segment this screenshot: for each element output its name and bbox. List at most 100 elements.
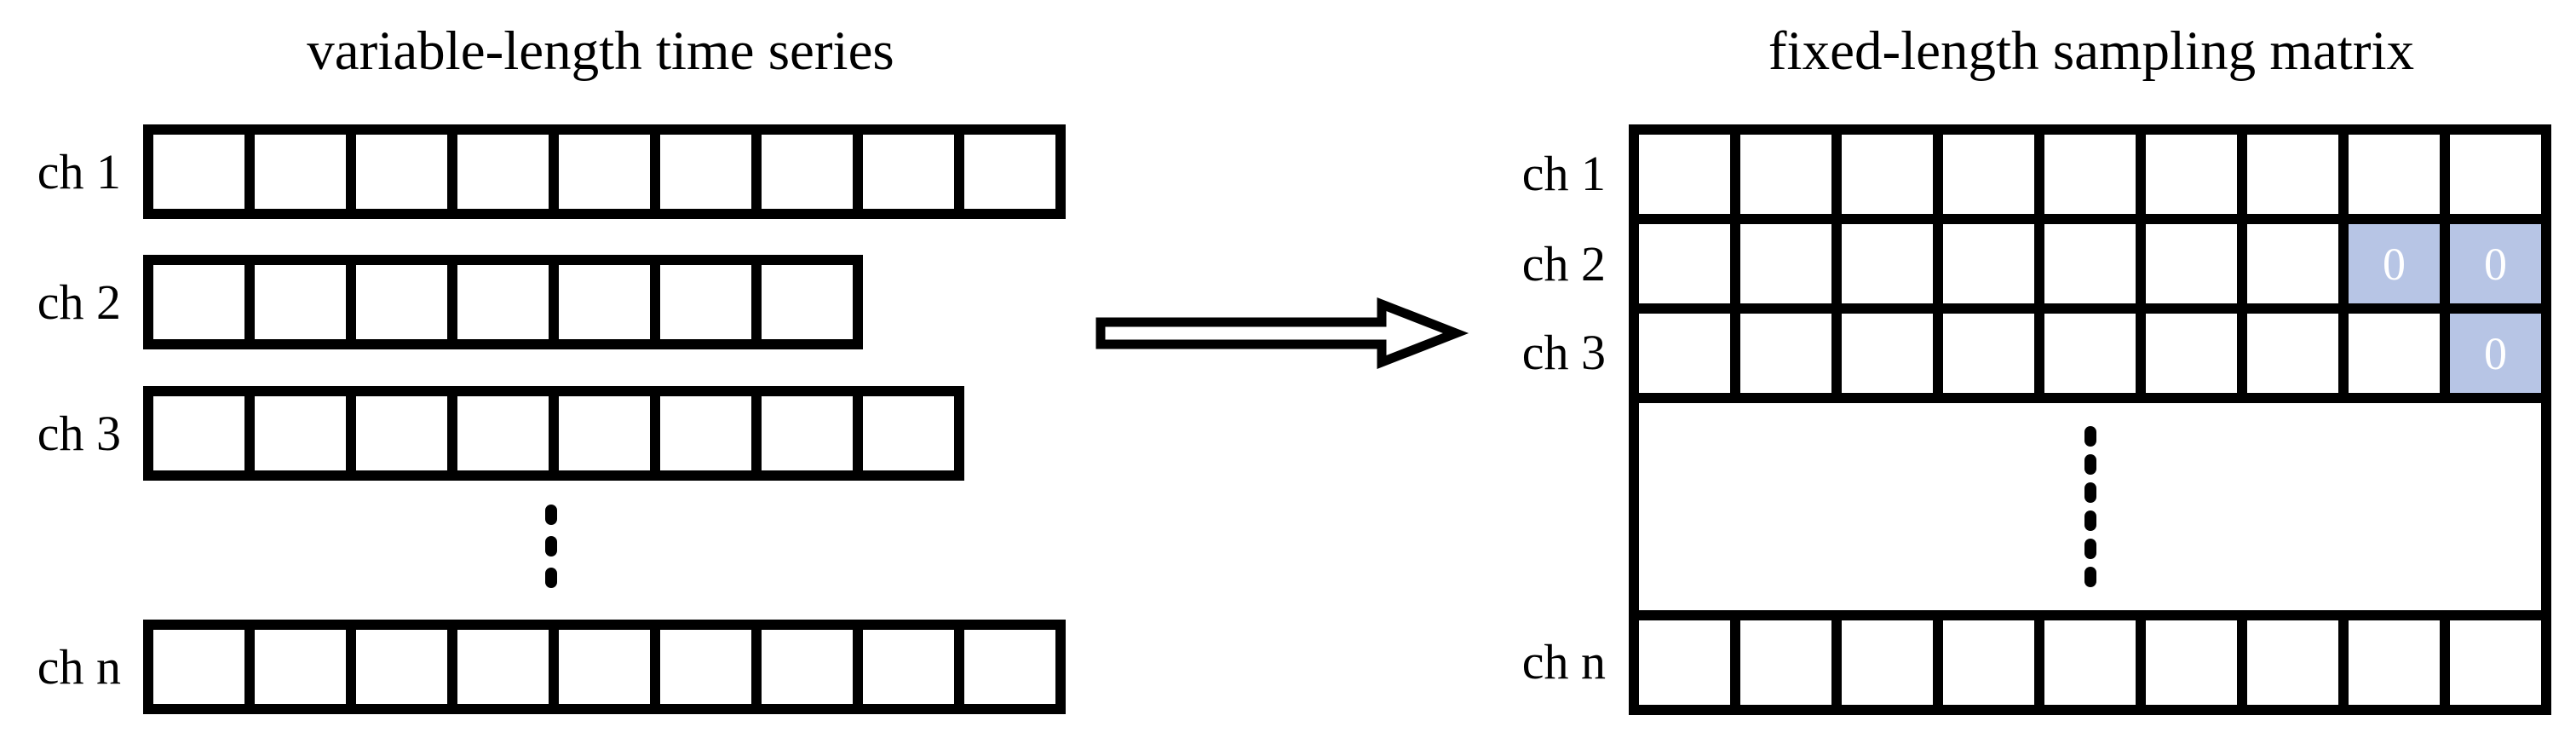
- cell: [2349, 135, 2440, 214]
- cell: [2044, 135, 2136, 214]
- cell: [457, 396, 549, 470]
- left-ellipsis: [545, 505, 557, 588]
- cell: [863, 135, 954, 209]
- cell: [2247, 314, 2338, 393]
- cell: [1842, 135, 1933, 214]
- cell: [2247, 135, 2338, 214]
- cell: [2044, 314, 2136, 393]
- matrix-row: [1639, 620, 2541, 705]
- cell: [457, 135, 549, 209]
- cell: [1740, 224, 1831, 303]
- ellipsis-dash: [545, 536, 557, 557]
- cell: [1740, 314, 1831, 393]
- cell: [153, 135, 244, 209]
- cell: [660, 630, 751, 704]
- cell: [2146, 135, 2237, 214]
- channel-label: ch 1: [1521, 146, 1606, 201]
- cell: [2349, 620, 2440, 705]
- cell: [762, 265, 853, 339]
- cell: [2146, 620, 2237, 705]
- cell: [1943, 224, 2034, 303]
- cell: [762, 630, 853, 704]
- cell: [762, 135, 853, 209]
- cell: [356, 630, 447, 704]
- cell: [559, 630, 650, 704]
- cell: [2247, 224, 2338, 303]
- cell: [2349, 314, 2440, 393]
- cell: [1740, 135, 1831, 214]
- cell: [559, 396, 650, 470]
- cell: [356, 265, 447, 339]
- cell: [863, 630, 954, 704]
- matrix-row: [1639, 135, 2541, 214]
- channel-label: ch 2: [37, 274, 121, 330]
- left-panel-title: variable-length time series: [307, 20, 894, 82]
- cell: [1842, 314, 1933, 393]
- ellipsis-dash: [2084, 539, 2096, 559]
- cell: [2146, 224, 2237, 303]
- cell: [1842, 224, 1933, 303]
- cell: [356, 135, 447, 209]
- cell: [153, 265, 244, 339]
- channel-row: [143, 124, 1066, 219]
- cell: [1842, 620, 1933, 705]
- cell: [1639, 224, 1730, 303]
- cell: [255, 265, 346, 339]
- cell: [1943, 620, 2034, 705]
- matrix-ellipsis-band: [1639, 403, 2541, 610]
- cell: [2044, 620, 2136, 705]
- cell: [1943, 135, 2034, 214]
- cell: [1943, 314, 2034, 393]
- channel-label: ch n: [37, 638, 121, 695]
- ellipsis-dash: [2084, 510, 2096, 531]
- channel-label: ch 1: [37, 143, 121, 199]
- cell: [356, 396, 447, 470]
- right-ellipsis: [2084, 426, 2096, 587]
- cell: [660, 396, 751, 470]
- cell: [1639, 314, 1730, 393]
- channel-row: [143, 386, 964, 481]
- cell: [559, 265, 650, 339]
- ellipsis-dash: [2084, 426, 2096, 447]
- cell: [255, 396, 346, 470]
- cell: [1740, 620, 1831, 705]
- channel-row: [143, 255, 863, 349]
- cell: [2450, 135, 2541, 214]
- ellipsis-dash: [2084, 567, 2096, 587]
- ellipsis-dash: [2084, 482, 2096, 503]
- channel-row: [143, 620, 1066, 714]
- cell: [153, 630, 244, 704]
- cell: [457, 630, 549, 704]
- cell: [2247, 620, 2338, 705]
- padded-cell: 0: [2450, 224, 2541, 303]
- cell: [964, 135, 1055, 209]
- channel-label: ch 3: [1521, 325, 1606, 380]
- cell: [1639, 620, 1730, 705]
- channel-label: ch 2: [1521, 236, 1606, 291]
- cell: [660, 265, 751, 339]
- cell: [153, 396, 244, 470]
- cell: [762, 396, 853, 470]
- right-panel-title: fixed-length sampling matrix: [1768, 20, 2415, 82]
- padded-cell: 0: [2450, 314, 2541, 393]
- cell: [964, 630, 1055, 704]
- channel-label: ch n: [1521, 634, 1606, 689]
- cell: [863, 396, 954, 470]
- ellipsis-dash: [2084, 454, 2096, 475]
- cell: [559, 135, 650, 209]
- cell: [2450, 620, 2541, 705]
- matrix-row: 0: [1639, 314, 2541, 393]
- cell: [457, 265, 549, 339]
- cell: [1639, 135, 1730, 214]
- channel-label: ch 3: [37, 405, 121, 461]
- ellipsis-dash: [545, 505, 557, 525]
- ellipsis-dash: [545, 568, 557, 588]
- cell: [255, 135, 346, 209]
- cell: [2146, 314, 2237, 393]
- cell: [2044, 224, 2136, 303]
- cell: [660, 135, 751, 209]
